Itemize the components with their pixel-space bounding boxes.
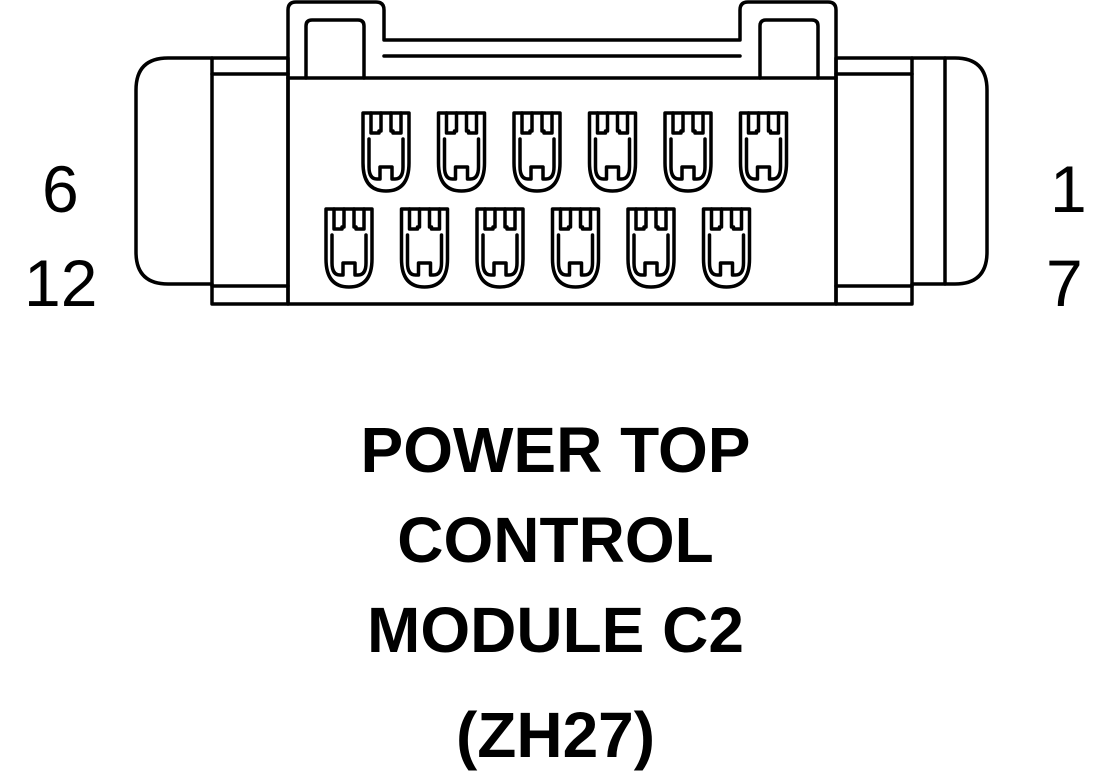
title-line-1: POWER TOP — [360, 414, 751, 486]
connector-right-shoulder — [834, 56, 914, 306]
title-line-3: MODULE C2 — [367, 594, 744, 666]
title-line-4: (ZH27) — [455, 699, 656, 771]
pin-label-1: 1 — [1050, 152, 1087, 226]
terminal-cavity — [475, 207, 525, 289]
terminal-cavity — [701, 207, 752, 289]
connector-left-end-cap — [134, 56, 214, 286]
connector-latch — [286, 0, 838, 80]
terminal-cavity — [587, 111, 638, 193]
pin-label-6: 6 — [42, 152, 79, 226]
connector-left-shoulder — [210, 56, 290, 306]
pin-label-7: 7 — [1046, 246, 1083, 320]
terminal-cavity — [626, 207, 676, 289]
terminal-cavity — [436, 111, 487, 193]
title-line-2: CONTROL — [397, 504, 714, 576]
connector-housing — [286, 76, 838, 306]
terminal-cavity — [512, 111, 562, 193]
terminal-cavity — [550, 207, 601, 289]
terminal-cavity — [738, 111, 789, 193]
terminal-cavity — [361, 111, 411, 193]
terminal-cavity — [663, 111, 713, 193]
terminal-cavity — [324, 207, 374, 289]
terminal-cavity — [399, 207, 450, 289]
pin-label-12: 12 — [24, 246, 98, 320]
connector-right-end-cap — [910, 56, 989, 286]
